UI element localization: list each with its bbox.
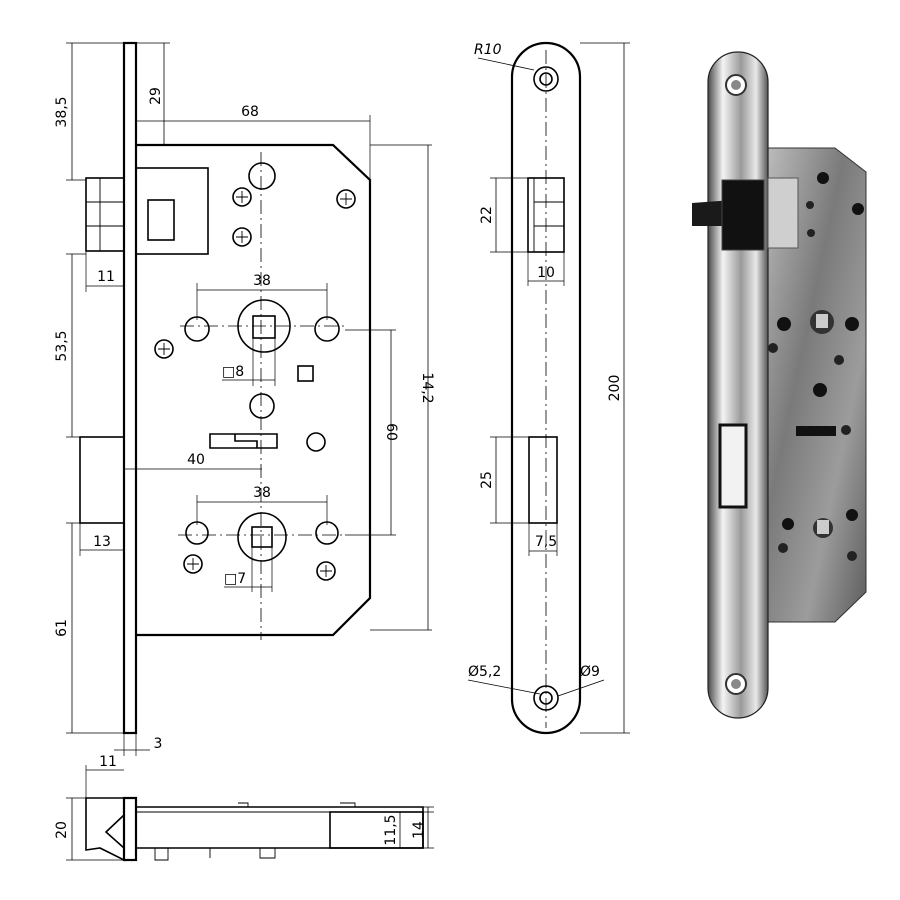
side-bolt — [329, 811, 424, 849]
front-lower-hole-left — [185, 521, 209, 545]
dim-faceplate-radius: R10 — [474, 42, 502, 58]
front-hole-small — [306, 432, 326, 452]
front-upper-hole-right — [314, 316, 340, 342]
dim-bolt-width: 7,5 — [535, 534, 557, 550]
front-deadbolt — [79, 436, 125, 524]
photo-faceplate — [707, 51, 769, 719]
dim-side-latch-depth: 11 — [99, 754, 117, 770]
front-hole-middle — [249, 393, 275, 419]
front-upper-spindle-square — [252, 315, 276, 339]
dim-spindle-to-thumbturn: 60 — [383, 423, 399, 441]
mortice-lock-photo — [692, 51, 867, 719]
dim-bottom-offset: 61 — [54, 619, 70, 637]
side-view: 11 20 11,5 14 — [54, 754, 434, 862]
dim-latch-depth: 11 — [97, 269, 115, 285]
faceplate-screw-top-inner — [539, 72, 553, 86]
front-lower-hole-right — [315, 521, 339, 545]
front-latch-lines — [86, 178, 124, 251]
phillips-screw-icon — [183, 554, 203, 574]
dim-latch-to-spindle: 53,5 — [54, 330, 70, 361]
dim-spindle-square: □8 — [222, 364, 244, 380]
side-body-details — [154, 848, 276, 861]
front-lower-hub — [237, 512, 287, 562]
dim-spindle-holes-top: 38 — [253, 273, 271, 289]
dim-latch-offset: 29 — [148, 87, 164, 105]
side-body-top — [136, 802, 356, 813]
front-faceplate — [122, 41, 138, 735]
dim-screw-hole-large: Ø9 — [580, 664, 600, 680]
dim-faceplate-thickness: 3 — [154, 736, 163, 752]
side-latch — [85, 797, 125, 862]
dim-deadbolt-depth: 13 — [93, 534, 111, 550]
dim-side-outer: 14 — [411, 821, 427, 839]
front-upper-hub — [237, 299, 291, 353]
dim-thumbturn-backset: 40 — [187, 452, 205, 468]
dim-latch-height: 22 — [479, 206, 495, 224]
dim-faceplate-length: 200 — [607, 375, 623, 402]
front-latch-tongue — [147, 199, 175, 241]
dim-thumbturn-square: □7 — [224, 571, 246, 587]
front-lower-spindle-square — [251, 526, 273, 548]
side-body — [136, 806, 424, 849]
dim-backset: 68 — [241, 104, 259, 120]
dim-latch-width: 10 — [537, 265, 555, 281]
dim-side-height: 20 — [54, 821, 70, 839]
side-faceplate — [122, 796, 138, 862]
dim-spindle-holes-bottom: 38 — [253, 485, 271, 501]
front-thumbturn-slot — [209, 433, 278, 449]
phillips-screw-icon — [154, 339, 174, 359]
phillips-screw-icon — [232, 227, 252, 247]
phillips-screw-icon — [232, 187, 252, 207]
front-latch-bolt — [85, 177, 125, 252]
faceplate-latch-opening — [527, 177, 565, 253]
dim-screw-hole-small: Ø5,2 — [468, 664, 501, 680]
dim-top-offset: 38,5 — [54, 96, 70, 127]
phillips-screw-icon — [336, 189, 356, 209]
faceplate-latch-detail — [533, 178, 564, 252]
front-case-outline — [136, 143, 372, 637]
phillips-screw-icon — [316, 561, 336, 581]
photo-bolt — [718, 423, 748, 509]
front-view: 38,5 29 68 11 53,5 38 □8 14,2 60 4 — [54, 41, 435, 756]
faceplate-outline — [510, 41, 582, 735]
faceplate-view: R10 22 10 200 25 7,5 Ø5,2 Ø9 — [467, 41, 630, 735]
faceplate-bolt-opening — [528, 436, 558, 524]
faceplate-screw-bottom-outer — [533, 685, 559, 711]
dim-bolt-height: 25 — [479, 471, 495, 489]
front-upper-hole-left — [184, 316, 210, 342]
front-hole-top — [248, 162, 276, 190]
faceplate-screw-top-outer — [533, 66, 559, 92]
faceplate-screw-bottom-inner — [539, 691, 553, 705]
dim-case-height: 14,2 — [419, 372, 435, 403]
front-latch-housing — [135, 167, 209, 255]
front-small-square — [297, 365, 314, 382]
dim-side-inner: 11,5 — [383, 814, 399, 845]
